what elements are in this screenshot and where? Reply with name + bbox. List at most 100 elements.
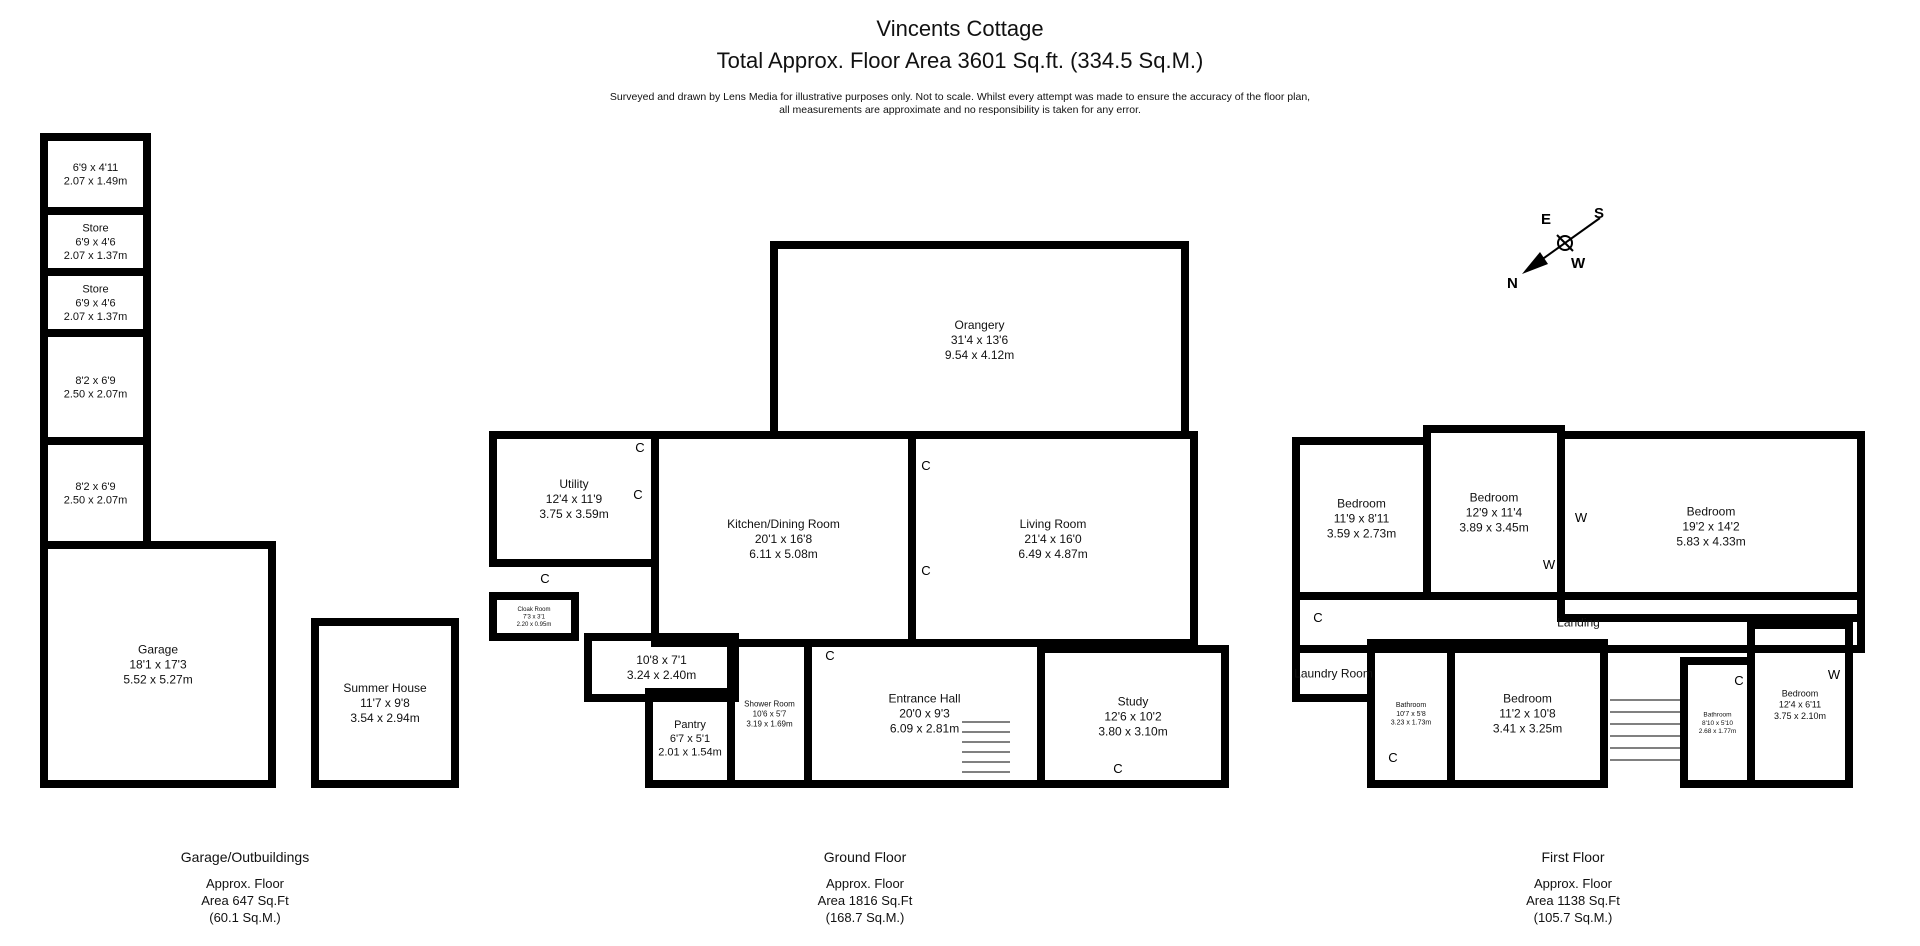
room-name: Summer House	[343, 681, 427, 695]
compass-north: N	[1507, 275, 1518, 292]
room-rear-hall: 10'8 x 7'13.24 x 2.40m	[627, 653, 696, 682]
total-area: Total Approx. Floor Area 3601 Sq.ft. (33…	[716, 48, 1204, 73]
wall-out4	[40, 329, 151, 445]
wall-study	[1037, 645, 1229, 788]
room-imperial: 8'2 x 6'9	[75, 375, 115, 387]
cupboard-marker: C	[1734, 673, 1743, 688]
staircase	[962, 699, 1680, 773]
room-metric: 2.68 x 1.77m	[1699, 728, 1737, 735]
room-name: Living Room	[1020, 517, 1087, 531]
room-metric: 6.11 x 5.08m	[749, 547, 817, 561]
room-name: Pantry	[674, 719, 706, 731]
room-metric: 2.07 x 1.37m	[64, 311, 128, 323]
room-metric: 2.50 x 2.07m	[64, 389, 128, 401]
room-imperial: 11'2 x 10'8	[1499, 707, 1556, 721]
room-name: Kitchen/Dining Room	[727, 517, 840, 531]
room-name: Store	[82, 223, 108, 235]
room-imperial: 6'9 x 4'6	[75, 236, 115, 248]
cupboard-marker: C	[635, 440, 644, 455]
cupboard-marker: C	[825, 648, 834, 663]
wall-bed5	[1747, 621, 1853, 788]
room-name: Bedroom	[1337, 497, 1386, 511]
floor-area-sqft: Area 1816 Sq.Ft	[817, 893, 913, 908]
cupboard-marker: C	[1313, 610, 1322, 625]
floor-area-label: Approx. Floor	[1533, 876, 1613, 891]
room-imperial: 19'2 x 14'2	[1682, 520, 1740, 534]
room-landing: Landing	[1557, 616, 1600, 630]
room-name: Cloak Room	[517, 607, 550, 613]
compass-icon: N E S W	[1507, 205, 1604, 292]
room-imperial: 6'9 x 4'6	[75, 297, 115, 309]
room-name: Orangery	[954, 318, 1004, 332]
room-metric: 3.59 x 2.73m	[1327, 527, 1396, 541]
room-name: Bedroom	[1687, 505, 1736, 519]
wardrobe-marker: W	[1828, 667, 1841, 682]
room-name: Bathroom	[1703, 712, 1731, 719]
room-metric: 2.20 x 0.95m	[517, 622, 552, 628]
wardrobe-marker: W	[1575, 510, 1588, 525]
cupboard-marker: C	[921, 563, 930, 578]
room-metric: 5.83 x 4.33m	[1676, 535, 1745, 549]
room-imperial: 12'4 x 11'9	[546, 492, 603, 506]
room-name: Shower Room	[744, 699, 795, 708]
room-name: Store	[82, 284, 108, 296]
room-metric: 2.01 x 1.54m	[658, 747, 722, 759]
wall-cloak	[489, 592, 579, 641]
room-metric: 2.07 x 1.37m	[64, 250, 128, 262]
wall-summer	[311, 618, 459, 788]
disclaimer-line-2: all measurements are approximate and no …	[779, 104, 1141, 116]
room-name: Laundry Room	[1294, 667, 1373, 681]
room-imperial: 31'4 x 13'6	[951, 333, 1009, 347]
room-metric: 2.07 x 1.49m	[64, 176, 128, 188]
floor-area-sqft: Area 647 Sq.Ft	[201, 893, 289, 908]
room-imperial: 12'6 x 10'2	[1104, 710, 1162, 724]
room-imperial: 10'6 x 5'7	[753, 709, 787, 718]
room-imperial: 12'4 x 6'11	[1779, 700, 1821, 710]
cupboard-marker: C	[540, 571, 549, 586]
floor-name: First Floor	[1541, 849, 1605, 865]
room-imperial: 10'8 x 7'1	[636, 653, 687, 667]
room-laundry: Laundry Room	[1294, 667, 1373, 681]
room-metric: 3.54 x 2.94m	[350, 711, 419, 725]
room-metric: 3.75 x 2.10m	[1774, 711, 1826, 721]
room-imperial: 20'1 x 16'8	[755, 532, 813, 546]
room-imperial: 10'7 x 5'8	[1396, 711, 1426, 718]
room-imperial: 12'9 x 11'4	[1466, 506, 1523, 520]
cupboard-marker: C	[1113, 761, 1122, 776]
wall-garage	[40, 541, 276, 788]
room-metric: 6.49 x 4.87m	[1018, 547, 1087, 561]
disclaimer: Surveyed and drawn by Lens Media for ill…	[0, 91, 1920, 117]
plan-title: Vincents Cottage	[876, 16, 1044, 41]
room-name: Bedroom	[1470, 491, 1519, 505]
room-imperial: 20'0 x 9'3	[899, 707, 950, 721]
floor-area-sqft: Area 1138 Sq.Ft	[1526, 893, 1620, 908]
floor-area-sqm: (168.7 Sq.M.)	[825, 910, 905, 925]
room-metric: 6.09 x 2.81m	[890, 722, 959, 736]
room-imperial: 8'2 x 6'9	[75, 481, 115, 493]
room-imperial: 6'7 x 5'1	[670, 733, 710, 745]
room-imperial: 6'9 x 4'11	[73, 162, 119, 174]
room-name: Utility	[559, 477, 588, 491]
wall-living	[908, 431, 1198, 647]
wall-utility	[489, 431, 659, 567]
room-name: Bedroom	[1782, 688, 1819, 698]
wall-out1	[40, 133, 151, 215]
compass-west: W	[1571, 255, 1586, 272]
room-metric: 2.50 x 2.07m	[64, 495, 128, 507]
cupboard-marker: C	[1388, 750, 1397, 765]
room-pantry: Pantry 6'7 x 5'1 2.01 x 1.54m	[658, 719, 722, 759]
room-imperial: 21'4 x 16'0	[1024, 532, 1082, 546]
